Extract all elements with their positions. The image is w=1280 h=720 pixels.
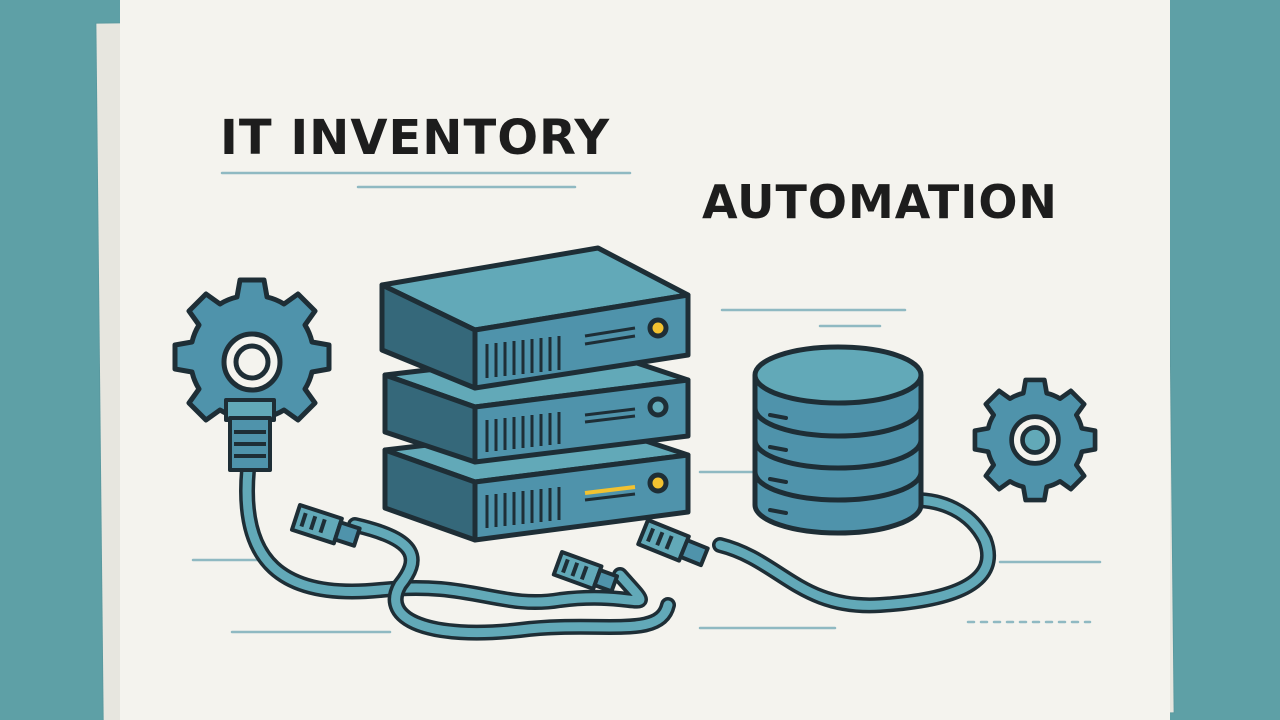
ethernet-cables [239, 462, 997, 641]
ethernet-plug-icon [224, 398, 276, 472]
title-line-1: IT INVENTORY [220, 110, 611, 166]
title-line-2: AUTOMATION [702, 175, 1058, 229]
database-icon [752, 344, 924, 536]
gear-icon [972, 377, 1098, 503]
server-unit [379, 245, 691, 391]
decorative-lines [191, 171, 1102, 634]
server-rack-icon [379, 245, 691, 543]
ethernet-plug-icon [289, 503, 710, 594]
